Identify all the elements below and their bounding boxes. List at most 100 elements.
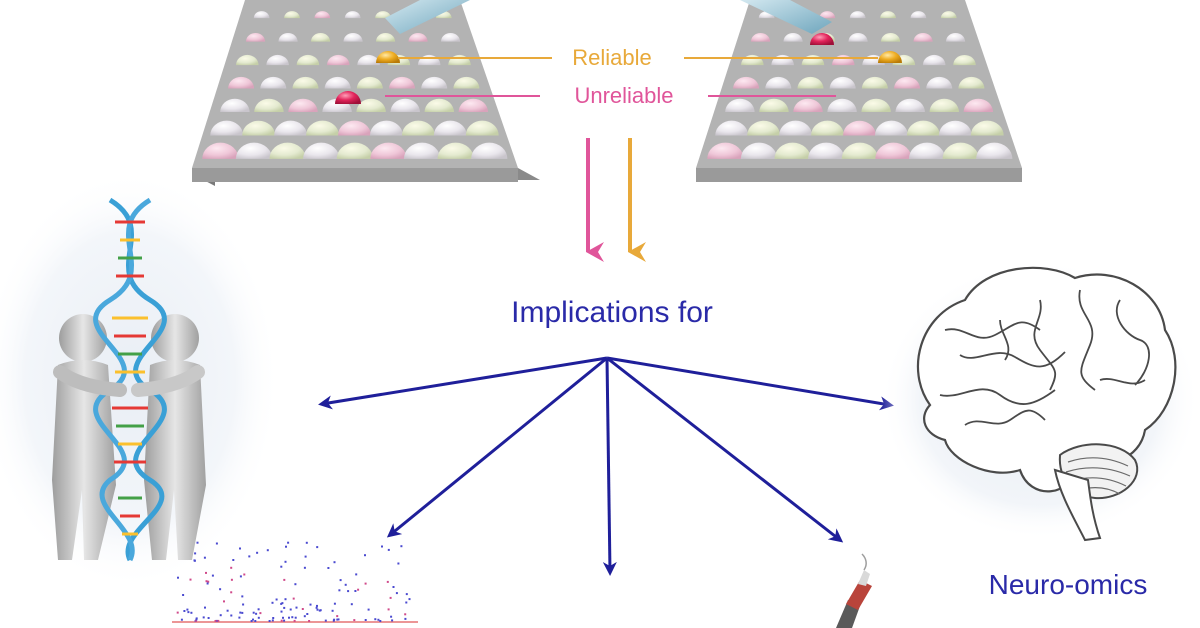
- array-spot: [945, 33, 966, 42]
- array-spot: [375, 11, 391, 19]
- scatter-point: [219, 614, 222, 617]
- scatter-point: [254, 620, 257, 622]
- scatter-point: [203, 556, 206, 559]
- scatter-point: [339, 579, 342, 582]
- scatter-point: [289, 608, 292, 611]
- scatter-point: [338, 589, 341, 592]
- scatter-point: [248, 555, 251, 558]
- array-spot: [942, 142, 979, 159]
- scatter-point: [387, 608, 390, 611]
- scatter-point: [390, 615, 393, 618]
- array-spot: [440, 33, 461, 42]
- array-spot: [848, 33, 868, 42]
- array-spot: [433, 120, 467, 136]
- scatter-point: [196, 541, 199, 544]
- scatter-point: [280, 565, 283, 568]
- scatter-point: [256, 551, 259, 554]
- scatter-point: [238, 616, 241, 619]
- array-spot: [797, 76, 824, 89]
- scatter-point: [230, 591, 233, 594]
- array-spot: [369, 120, 403, 136]
- scatter-point: [176, 611, 179, 614]
- array-spot: [471, 142, 508, 159]
- scatter-point: [364, 619, 367, 621]
- array-spot: [253, 11, 270, 19]
- scatter-point: [268, 620, 271, 622]
- unreliable-label: Unreliable: [574, 83, 673, 108]
- array-spot: [343, 33, 363, 42]
- scatter-point: [255, 612, 258, 615]
- array-spot: [245, 33, 266, 42]
- scatter-point: [223, 600, 225, 603]
- array-spot: [269, 142, 306, 159]
- scatter-point: [272, 617, 275, 619]
- scatter-point: [193, 559, 196, 562]
- array-spot: [465, 120, 499, 136]
- right-array-panel: [696, 0, 1022, 182]
- array-spot: [922, 54, 946, 66]
- array-spot: [811, 120, 844, 136]
- scatter-point: [281, 602, 284, 605]
- scatter-point: [241, 611, 244, 614]
- scatter-point: [239, 547, 241, 550]
- scatter-point: [177, 576, 179, 579]
- scatter-point: [379, 620, 382, 622]
- scatter-point: [404, 617, 407, 620]
- scatter-point: [182, 594, 185, 596]
- scatter-point: [283, 606, 286, 609]
- scatter-point: [301, 608, 304, 610]
- array-spot: [913, 33, 933, 42]
- scatter-point: [186, 608, 189, 611]
- array-spot: [953, 54, 976, 66]
- array-spot: [827, 98, 857, 113]
- array-spot: [242, 120, 276, 136]
- scatter-point: [180, 618, 183, 621]
- arrow-to-lab-methods: [606, 356, 844, 543]
- array-spot: [324, 76, 351, 89]
- array-spot: [390, 98, 420, 113]
- scatter-point: [194, 552, 197, 555]
- scatter-point: [337, 618, 340, 621]
- scatter-point: [357, 588, 360, 591]
- scatter-point: [202, 616, 205, 619]
- scatter-point: [355, 573, 358, 576]
- array-spot: [356, 98, 386, 113]
- arrow-to-transcriptomics: [386, 356, 608, 538]
- arrow-to-center-bottom: [602, 357, 617, 576]
- scatter-point: [303, 615, 306, 618]
- scatter-point: [336, 618, 339, 621]
- scatter-point: [392, 586, 395, 588]
- scatter-point: [336, 615, 339, 618]
- scatter-point: [295, 606, 298, 609]
- scatter-point: [205, 571, 207, 574]
- scatter-point: [316, 604, 318, 607]
- array-spot: [861, 76, 888, 89]
- array-spot: [894, 76, 921, 89]
- array-spot: [401, 120, 435, 136]
- scatter-point: [189, 578, 192, 581]
- array-spot: [929, 98, 959, 113]
- array-spot: [403, 142, 441, 159]
- scatter-point: [387, 548, 390, 551]
- scatter-point: [391, 619, 394, 622]
- array-spot: [356, 76, 383, 89]
- scatter-point: [187, 611, 190, 614]
- scatter-point: [405, 601, 408, 604]
- scatter-point: [316, 546, 319, 549]
- array-spot: [707, 142, 744, 159]
- scatter-point: [408, 598, 411, 601]
- array-spot: [310, 33, 331, 42]
- scatter-point: [284, 560, 287, 563]
- scatter-point: [230, 614, 233, 617]
- array-spot: [228, 76, 255, 89]
- scatter-point: [287, 541, 290, 544]
- scatter-point: [259, 612, 262, 615]
- brain-icon: [880, 260, 1200, 542]
- array-spot: [765, 76, 792, 89]
- array-spot: [314, 11, 331, 19]
- scatter-point: [211, 574, 214, 577]
- array-spot: [357, 54, 380, 66]
- scatter-point: [205, 580, 208, 583]
- scatter-point: [239, 575, 242, 578]
- array-spot: [938, 120, 972, 136]
